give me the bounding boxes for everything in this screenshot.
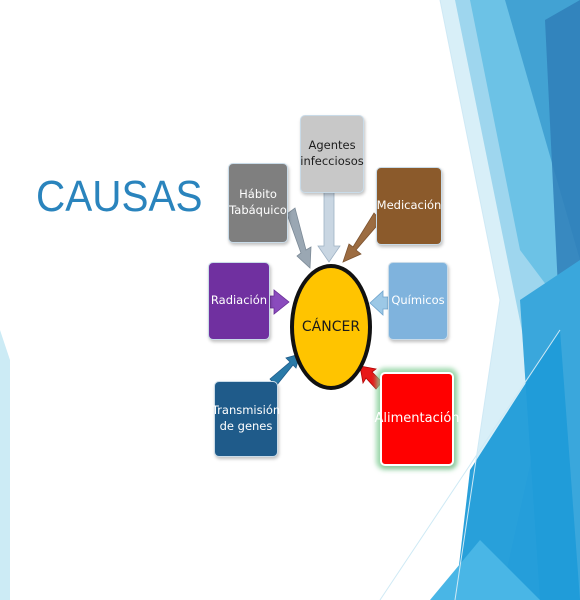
cause-radiacion: Radiación <box>208 262 270 340</box>
slide-title: CAUSAS <box>36 172 203 221</box>
cause-label: Medicación <box>376 198 442 213</box>
arrow-agentes <box>317 189 341 263</box>
cause-label: Alimentación <box>374 411 460 427</box>
cause-label: Químicos <box>391 293 445 308</box>
cause-agentes-infecciosos: Agentes infecciosos <box>300 115 364 193</box>
cause-label: Agentes infecciosos <box>300 138 364 168</box>
cause-medicacion: Medicación <box>376 167 442 245</box>
cause-quimicos: Químicos <box>388 262 448 340</box>
center-node-cancer: CÁNCER <box>290 264 372 390</box>
cause-label: Transmisión de genes <box>211 403 281 433</box>
cause-transmision-de-genes: Transmisión de genes <box>211 381 281 457</box>
cause-label: Hábito Tabáquico <box>229 187 287 217</box>
arrow-transmision <box>269 353 301 387</box>
cause-label: Radiación <box>210 293 268 308</box>
arrow-quimicos <box>369 290 389 316</box>
arrow-radiacion <box>269 289 290 315</box>
center-label: CÁNCER <box>301 319 361 335</box>
cause-habito-tabaquico: Hábito Tabáquico <box>228 163 288 243</box>
arrow-habito <box>286 207 312 269</box>
arrow-alimentacion <box>359 365 383 390</box>
cause-alimentacion: Alimentación <box>374 372 460 466</box>
